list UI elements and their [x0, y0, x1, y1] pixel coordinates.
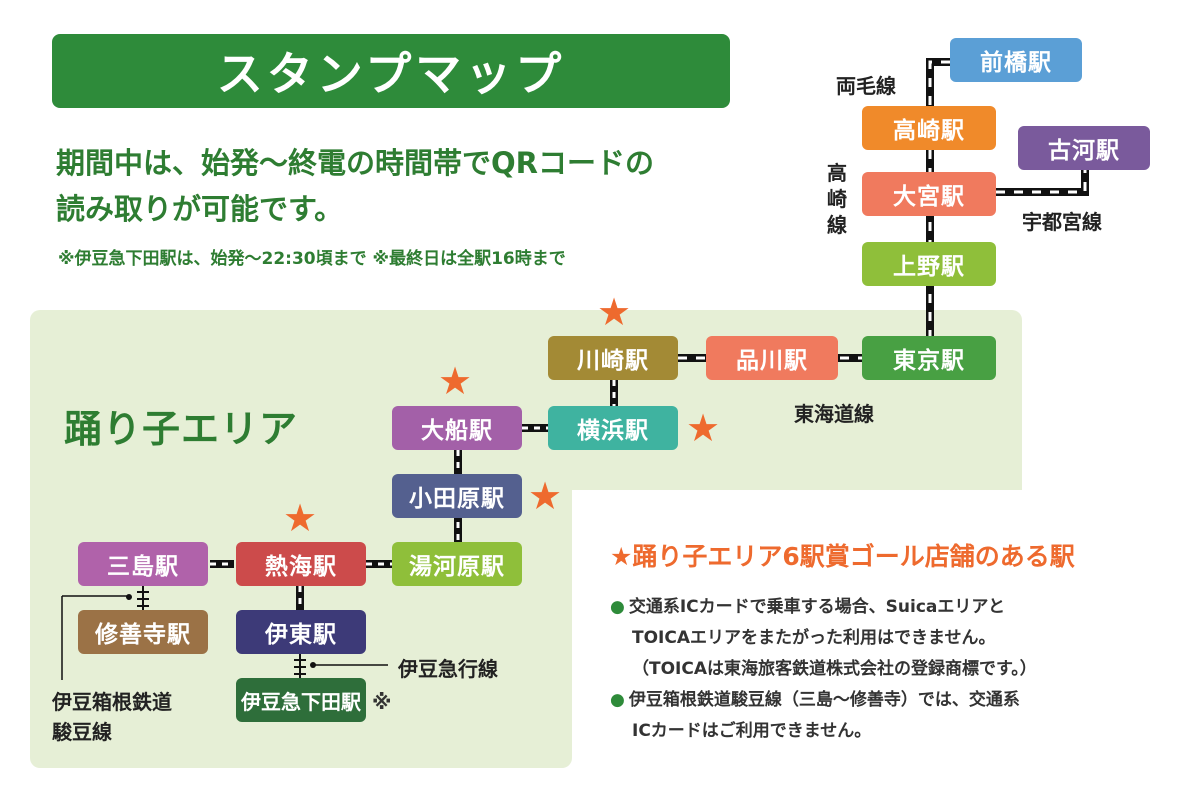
- station-omiya[interactable]: 大宮駅: [862, 172, 996, 216]
- note-2: ● 伊豆箱根鉄道駿豆線（三島～修善寺）では、交通系: [610, 685, 1170, 716]
- note-2-line-1: 伊豆箱根鉄道駿豆線（三島～修善寺）では、交通系: [628, 690, 1020, 710]
- station-yugawara[interactable]: 湯河原駅: [392, 542, 522, 586]
- shimoda-note-mark: ※: [372, 690, 392, 714]
- label-izuhakone-line-1: 伊豆箱根鉄道: [52, 690, 172, 714]
- star-icon-ofuna: ★: [438, 359, 473, 403]
- note-1-line-1: 交通系ICカードで乗車する場合、Suicaエリアと: [628, 597, 1006, 617]
- star-icon-yokohama: ★: [686, 406, 721, 450]
- line-utsunomiya: [996, 168, 1089, 196]
- intro-note: ※伊豆急下田駅は、始発～22:30頃まで ※最終日は全駅16時まで: [58, 249, 566, 269]
- station-maebashi[interactable]: 前橋駅: [950, 38, 1082, 82]
- bullet-icon: ●: [610, 690, 625, 710]
- intro-text: 期間中は、始発～終電の時間帯でQRコードの 読み取りが可能です。: [56, 140, 654, 232]
- odoriko-area-title: 踊り子エリア: [64, 407, 299, 451]
- station-ueno[interactable]: 上野駅: [862, 242, 996, 286]
- station-mishima[interactable]: 三島駅: [78, 542, 208, 586]
- station-izukyu-shimoda[interactable]: 伊豆急下田駅: [236, 678, 366, 722]
- note-1: ● 交通系ICカードで乗車する場合、Suicaエリアと: [610, 592, 1170, 623]
- label-utsunomiya-line: 宇都宮線: [1022, 210, 1102, 234]
- station-odawara[interactable]: 小田原駅: [392, 474, 522, 518]
- station-tokyo[interactable]: 東京駅: [862, 336, 996, 380]
- station-atami[interactable]: 熱海駅: [236, 542, 366, 586]
- bullet-icon: ●: [610, 597, 625, 617]
- note-2-line-2: ICカードはご利用できません。: [632, 721, 872, 741]
- note-1-line-3: （TOICAは東海旅客鉄道株式会社の登録商標です。）: [632, 659, 1037, 679]
- notes: ● 交通系ICカードで乗車する場合、Suicaエリアと TOICAエリアをまたが…: [610, 592, 1170, 747]
- station-shinagawa[interactable]: 品川駅: [706, 336, 838, 380]
- intro-line-2: 読み取りが可能です。: [56, 192, 344, 226]
- page-title: スタンプマップ: [52, 34, 730, 108]
- star-icon-atami: ★: [283, 496, 318, 540]
- label-takasaki-line: 高崎線: [827, 161, 847, 237]
- label-ryomo-line: 両毛線: [836, 74, 896, 98]
- note-1-line-2: TOICAエリアをまたがった利用はできません。: [632, 628, 996, 648]
- star-icon-odawara: ★: [528, 474, 563, 518]
- station-koga[interactable]: 古河駅: [1018, 126, 1150, 170]
- intro-line-1: 期間中は、始発～終電の時間帯でQRコードの: [56, 146, 654, 180]
- station-ito[interactable]: 伊東駅: [236, 610, 366, 654]
- station-shuzenji[interactable]: 修善寺駅: [78, 610, 208, 654]
- label-izukyu-line: 伊豆急行線: [398, 657, 498, 681]
- station-kawasaki[interactable]: 川崎駅: [548, 336, 678, 380]
- station-takasaki[interactable]: 高崎駅: [862, 106, 996, 150]
- legend-star-title: ★踊り子エリア6駅賞ゴール店舗のある駅: [610, 542, 1075, 571]
- station-yokohama[interactable]: 横浜駅: [548, 406, 678, 450]
- odoriko-area-upper: [30, 310, 1022, 490]
- label-izuhakone-line-2: 駿豆線: [52, 720, 112, 744]
- station-ofuna[interactable]: 大船駅: [392, 406, 522, 450]
- label-tokaido-line: 東海道線: [794, 402, 874, 426]
- star-icon-kawasaki: ★: [597, 290, 632, 334]
